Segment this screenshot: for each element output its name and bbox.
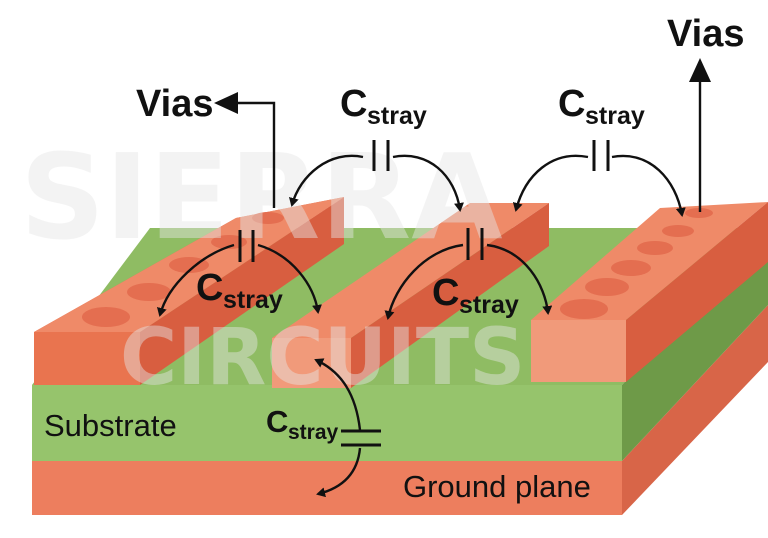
svg-text:C: C <box>196 267 223 309</box>
via-hole <box>585 278 629 296</box>
via-hole <box>252 212 284 224</box>
trace-right <box>531 202 768 382</box>
via-hole <box>685 208 713 218</box>
svg-text:stray: stray <box>585 102 645 130</box>
cstray-label-mid-right: C stray <box>432 272 519 319</box>
svg-text:stray: stray <box>223 286 283 314</box>
svg-text:C: C <box>266 404 288 439</box>
via-holes-left <box>82 212 284 327</box>
svg-text:SIERRA: SIERRA <box>20 128 503 266</box>
cstray-coupling-top-left <box>288 140 464 212</box>
vias-right-arrow <box>689 58 711 212</box>
cstray-label-ground: C stray <box>266 404 339 444</box>
via-hole <box>127 283 171 301</box>
cstray-coupling-top-right <box>512 140 686 217</box>
svg-text:stray: stray <box>367 102 427 130</box>
svg-text:stray: stray <box>288 421 339 444</box>
cstray-label-top-right: C stray <box>558 83 645 130</box>
cstray-coupling-mid-right <box>384 228 553 320</box>
via-holes-right <box>560 208 713 319</box>
substrate-label: Substrate <box>44 408 177 443</box>
svg-text:stray: stray <box>459 291 519 319</box>
vias-left-label: Vias <box>136 83 213 125</box>
ground-plane-side <box>622 305 768 515</box>
via-hole <box>82 307 130 327</box>
via-hole <box>662 225 694 237</box>
watermark-logo: SIERRA CIRCUITS <box>20 128 525 403</box>
trace-middle <box>272 203 549 388</box>
cstray-coupling-mid-left <box>156 230 322 317</box>
svg-text:C: C <box>432 272 459 314</box>
via-hole <box>560 299 608 319</box>
cstray-label-top-left: C stray <box>340 83 427 130</box>
vias-left-arrow <box>214 92 276 208</box>
cstray-coupling-ground <box>314 358 381 498</box>
ground-plane-label: Ground plane <box>403 469 591 504</box>
svg-text:CIRCUITS: CIRCUITS <box>120 313 525 403</box>
via-hole <box>637 241 673 255</box>
trace-left <box>34 197 344 385</box>
via-hole <box>169 257 209 273</box>
vias-right-label: Vias <box>667 13 744 55</box>
svg-text:C: C <box>340 83 367 125</box>
ground-plane-front <box>32 461 622 515</box>
via-hole <box>211 235 247 249</box>
via-hole <box>611 260 651 276</box>
substrate-front <box>32 385 622 461</box>
svg-text:C: C <box>558 83 585 125</box>
cstray-label-mid-left: C stray <box>196 267 283 314</box>
